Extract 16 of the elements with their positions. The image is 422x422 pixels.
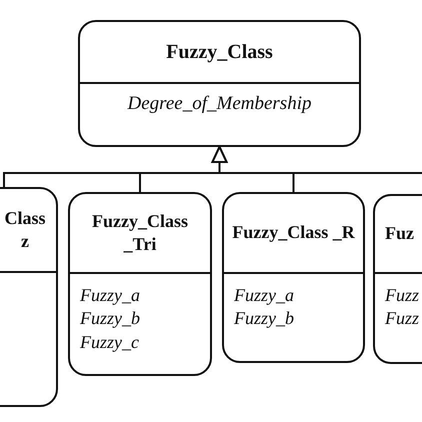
attribute-text: Degree_of_Membership <box>128 92 312 116</box>
attribute-text: Fuzzy_c <box>80 330 139 354</box>
attribute-text: Fuzz <box>385 307 420 330</box>
class-name: Fuzzy_Class _Tri <box>91 210 189 256</box>
class-name: Class z <box>3 206 46 253</box>
class-box <box>222 192 365 363</box>
attribute-text: Fuzz <box>385 284 420 307</box>
attribute-text: Fuzzy_a <box>80 284 140 307</box>
class-name: Fuzzy_Class <box>166 40 273 65</box>
attribute-text: Fuzzy_a <box>234 284 294 307</box>
class-name: Fuz <box>385 222 414 246</box>
attribute-text: Fuzzy_b <box>234 307 294 330</box>
attribute-text: Fuzzy_b <box>80 307 140 330</box>
class-name: Fuzzy_Class _R <box>231 221 356 244</box>
class-box <box>68 192 212 376</box>
class-box <box>78 20 361 147</box>
